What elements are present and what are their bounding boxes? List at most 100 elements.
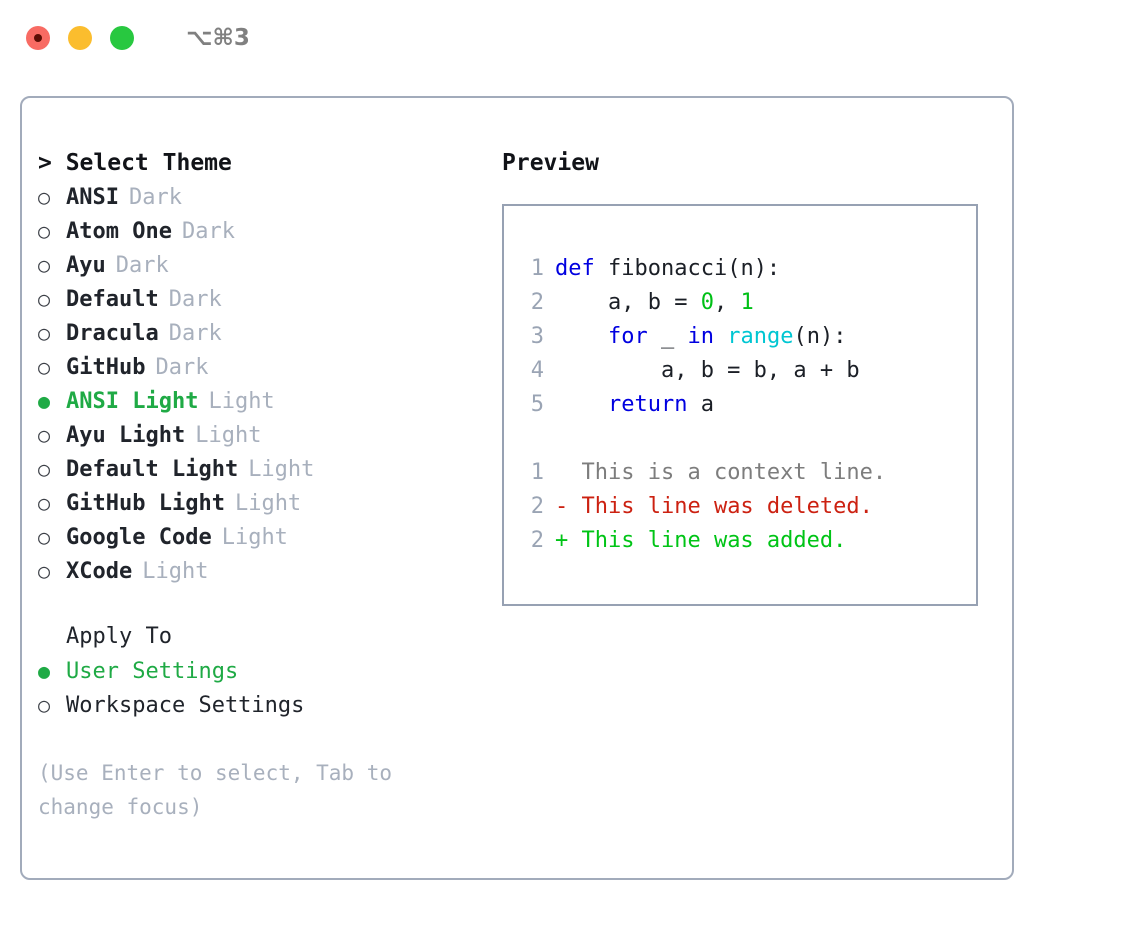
diff-text: This line was deleted. — [568, 494, 873, 519]
code-token: for — [607, 324, 648, 349]
apply-to-option-user-settings[interactable]: ● User Settings — [38, 654, 488, 688]
radio-selected-icon: ● — [38, 659, 51, 683]
apply-to-list: ● User Settings ○ Workspace Settings — [38, 654, 488, 722]
theme-option-name: ANSI — [66, 185, 119, 210]
code-line-text: for _ in range(n): — [555, 320, 846, 354]
theme-option-name: GitHub Light — [66, 491, 225, 516]
diff-marker — [555, 460, 568, 485]
code-token: _ — [647, 324, 688, 349]
code-token: 1 — [740, 290, 754, 315]
minimize-button[interactable] — [68, 26, 92, 50]
title-bar: ⌥⌘3 — [0, 0, 1140, 76]
code-line-text: a, b = b, a + b — [555, 354, 860, 388]
code-line-number: 3 — [530, 324, 544, 349]
theme-option-kind: Dark — [155, 355, 209, 380]
radio-unselected-icon: ○ — [38, 219, 51, 243]
diff-marker: + — [555, 528, 569, 553]
diff-line-number: 1 — [530, 460, 544, 485]
theme-option-name: ANSI Light — [66, 389, 199, 414]
radio-unselected-icon: ○ — [38, 321, 51, 345]
code-line-number: 1 — [530, 256, 544, 281]
code-token: a, b = b, a + b — [555, 358, 860, 383]
select-theme-prompt: > Select Theme — [38, 150, 232, 176]
apply-to-option-workspace-settings[interactable]: ○ Workspace Settings — [38, 688, 488, 722]
diff-line-text: This is a context line. — [555, 456, 886, 490]
theme-option-kind: Dark — [128, 185, 182, 210]
apply-to-option-label: Workspace Settings — [66, 693, 305, 718]
radio-unselected-icon: ○ — [38, 287, 51, 311]
code-token: in — [687, 324, 714, 349]
diff-line-context: 1 This is a context line. — [516, 456, 970, 490]
code-line: 2 a, b = 0, 1 — [516, 286, 970, 320]
preview-heading: Preview — [502, 150, 599, 176]
theme-option-ansi-light[interactable]: ● ANSI Light Light — [38, 384, 488, 418]
theme-option-name: Default Light — [66, 457, 239, 482]
radio-selected-icon: ● — [38, 389, 51, 413]
theme-option-ayu-light[interactable]: ○ Ayu Light Light — [38, 418, 488, 452]
close-button[interactable] — [26, 26, 50, 50]
code-line: 5 return a — [516, 388, 970, 422]
maximize-button[interactable] — [110, 26, 134, 50]
code-diff-separator — [516, 422, 970, 456]
radio-unselected-icon: ○ — [38, 457, 51, 481]
code-line-text: a, b = 0, 1 — [555, 286, 754, 320]
window-controls — [26, 26, 134, 50]
code-line-text: return a — [555, 388, 714, 422]
theme-option-github[interactable]: ○ GitHub Dark — [38, 350, 488, 384]
apply-to-heading: Apply To — [66, 624, 172, 649]
radio-unselected-icon: ○ — [38, 423, 51, 447]
diff-marker: - — [555, 494, 569, 519]
theme-option-name: XCode — [66, 559, 133, 584]
theme-option-kind: Light — [208, 389, 275, 414]
code-token: return — [607, 392, 688, 417]
theme-option-google-code[interactable]: ○ Google Code Light — [38, 520, 488, 554]
code-token — [555, 324, 608, 349]
radio-unselected-icon: ○ — [38, 253, 51, 277]
apply-to-option-label: User Settings — [66, 659, 239, 684]
theme-option-name: GitHub — [66, 355, 146, 380]
diff-text: This is a context line. — [568, 460, 887, 485]
section-spacer — [38, 588, 488, 620]
theme-option-default[interactable]: ○ Default Dark — [38, 282, 488, 316]
code-token: 0 — [700, 290, 714, 315]
code-token: fibonacci(n): — [594, 256, 781, 281]
theme-option-name: Dracula — [66, 321, 159, 346]
keyboard-shortcut-label: ⌥⌘3 — [186, 25, 250, 51]
code-token: a, b = — [555, 290, 701, 315]
diff-text: This line was added. — [568, 528, 847, 553]
diff-line-text: + This line was added. — [555, 524, 846, 558]
code-line: 4 a, b = b, a + b — [516, 354, 970, 388]
radio-unselected-icon: ○ — [38, 525, 51, 549]
code-line: 3 for _ in range(n): — [516, 320, 970, 354]
theme-option-kind: Light — [195, 423, 262, 448]
radio-unselected-icon: ○ — [38, 693, 51, 717]
diff-line-add: 2+ This line was added. — [516, 524, 970, 558]
diff-line-text: - This line was deleted. — [555, 490, 873, 524]
theme-option-name: Default — [66, 287, 159, 312]
theme-option-name: Ayu — [66, 253, 106, 278]
theme-option-name: Google Code — [66, 525, 212, 550]
theme-option-name: Ayu Light — [66, 423, 186, 448]
theme-option-kind: Dark — [168, 287, 222, 312]
radio-unselected-icon: ○ — [38, 355, 51, 379]
code-token: a — [687, 392, 714, 417]
radio-unselected-icon: ○ — [38, 491, 51, 515]
theme-option-kind: Light — [221, 525, 288, 550]
code-line-text: def fibonacci(n): — [555, 252, 780, 286]
code-token: def — [555, 256, 595, 281]
code-token: (n): — [793, 324, 847, 349]
theme-option-kind: Dark — [181, 219, 235, 244]
